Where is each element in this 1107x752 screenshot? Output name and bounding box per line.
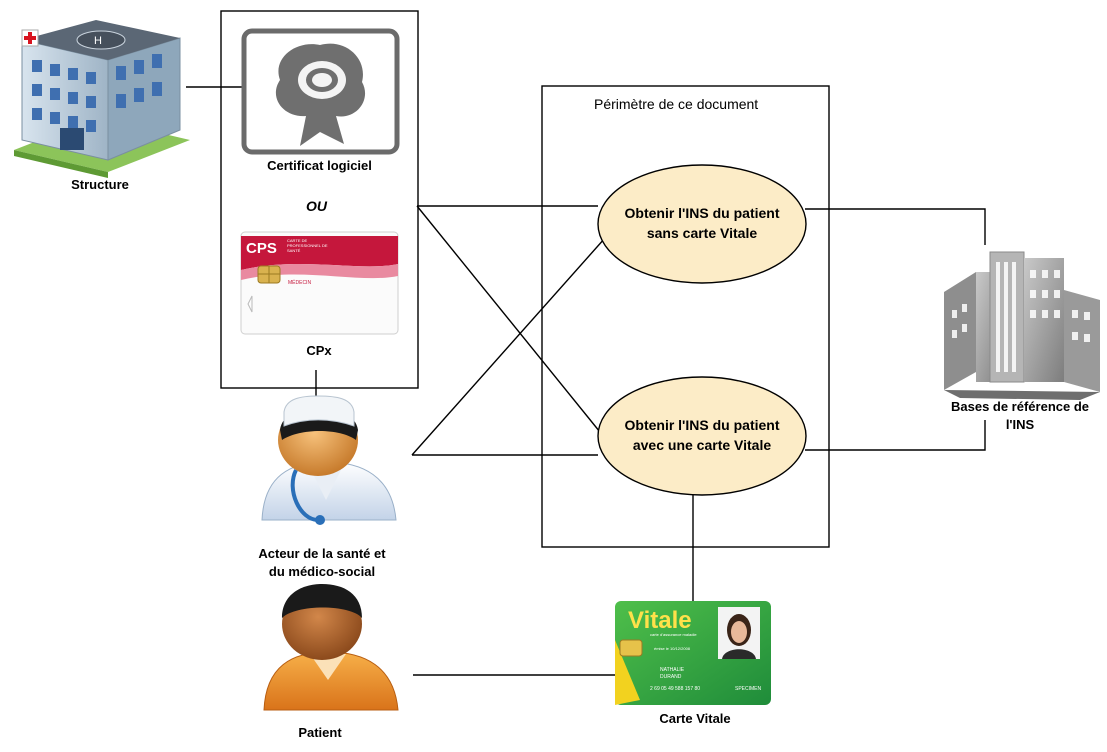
vitale-card-icon — [615, 601, 771, 705]
reference-database-label-line2: l'INS — [1005, 417, 1035, 432]
cps-subtitle-1: CARTE DE — [287, 238, 307, 243]
use-case-without-vitale-text: Obtenir l'INS du patient sans carte Vita… — [600, 203, 804, 243]
cps-subtitle-3: SANTÉ — [287, 248, 301, 253]
structure-label: Structure — [71, 177, 129, 192]
patient-icon — [263, 584, 399, 711]
vitale-number: 2 69 05 49 588 157 80 — [650, 686, 700, 692]
reference-database-icon — [944, 251, 1100, 400]
health-actor-label: Acteur de la santé et du médico-social — [236, 545, 408, 581]
connectors — [186, 86, 986, 676]
uc2-to-refdb-line — [805, 420, 986, 451]
cps-subtitle-2: PROFESSIONNEL DE — [287, 243, 328, 248]
perimeter-label: Périmètre de ce document — [594, 96, 759, 112]
cred-to-uc2-line — [416, 205, 605, 438]
perimeter-box — [541, 85, 830, 548]
vitale-first-name: NATHALIE — [660, 667, 685, 673]
use-case-without-vitale — [597, 164, 807, 284]
credentials-box — [220, 10, 419, 389]
use-case-with-vitale-text: Obtenir l'INS du patient avec une carte … — [600, 415, 804, 455]
cps-brand: CPS — [246, 240, 277, 257]
cpx-label: CPx — [306, 343, 332, 358]
vitale-card-label: Carte Vitale — [659, 711, 731, 726]
cps-card-icon — [240, 231, 399, 335]
health-actor-icon — [261, 395, 397, 525]
actor-to-uc1-line — [411, 237, 606, 456]
vitale-last-name: DURAND — [660, 674, 682, 680]
svg-text:H: H — [94, 35, 102, 47]
reference-database-label: Bases de référence de l'INS — [935, 398, 1105, 434]
or-label: OU — [306, 198, 327, 214]
use-case-1-line1: Obtenir l'INS du patient — [624, 205, 780, 221]
vitale-brand: Vitale — [628, 607, 692, 634]
health-actor-label-line2: du médico-social — [268, 564, 376, 579]
certificate-label: Certificat logiciel — [267, 158, 372, 173]
vitale-specimen: SPECIMEN — [735, 686, 762, 692]
vitale-issued: émise le 10/12/2008 — [654, 646, 691, 651]
use-case-2-line2: avec une carte Vitale — [632, 437, 772, 453]
use-case-with-vitale — [597, 376, 807, 496]
health-actor-label-line1: Acteur de la santé et — [258, 546, 386, 561]
reference-database-label-line1: Bases de référence de — [950, 399, 1090, 414]
use-case-1-line2: sans carte Vitale — [646, 225, 758, 241]
patient-label: Patient — [298, 725, 342, 740]
certificate-icon — [241, 28, 400, 155]
uc1-to-refdb-line — [805, 208, 986, 245]
hospital-building-icon: H — [14, 20, 190, 178]
cps-role: MÉDECIN — [288, 279, 311, 286]
vitale-subtitle: carte d'assurance maladie — [650, 632, 697, 637]
use-case-2-line1: Obtenir l'INS du patient — [624, 417, 780, 433]
